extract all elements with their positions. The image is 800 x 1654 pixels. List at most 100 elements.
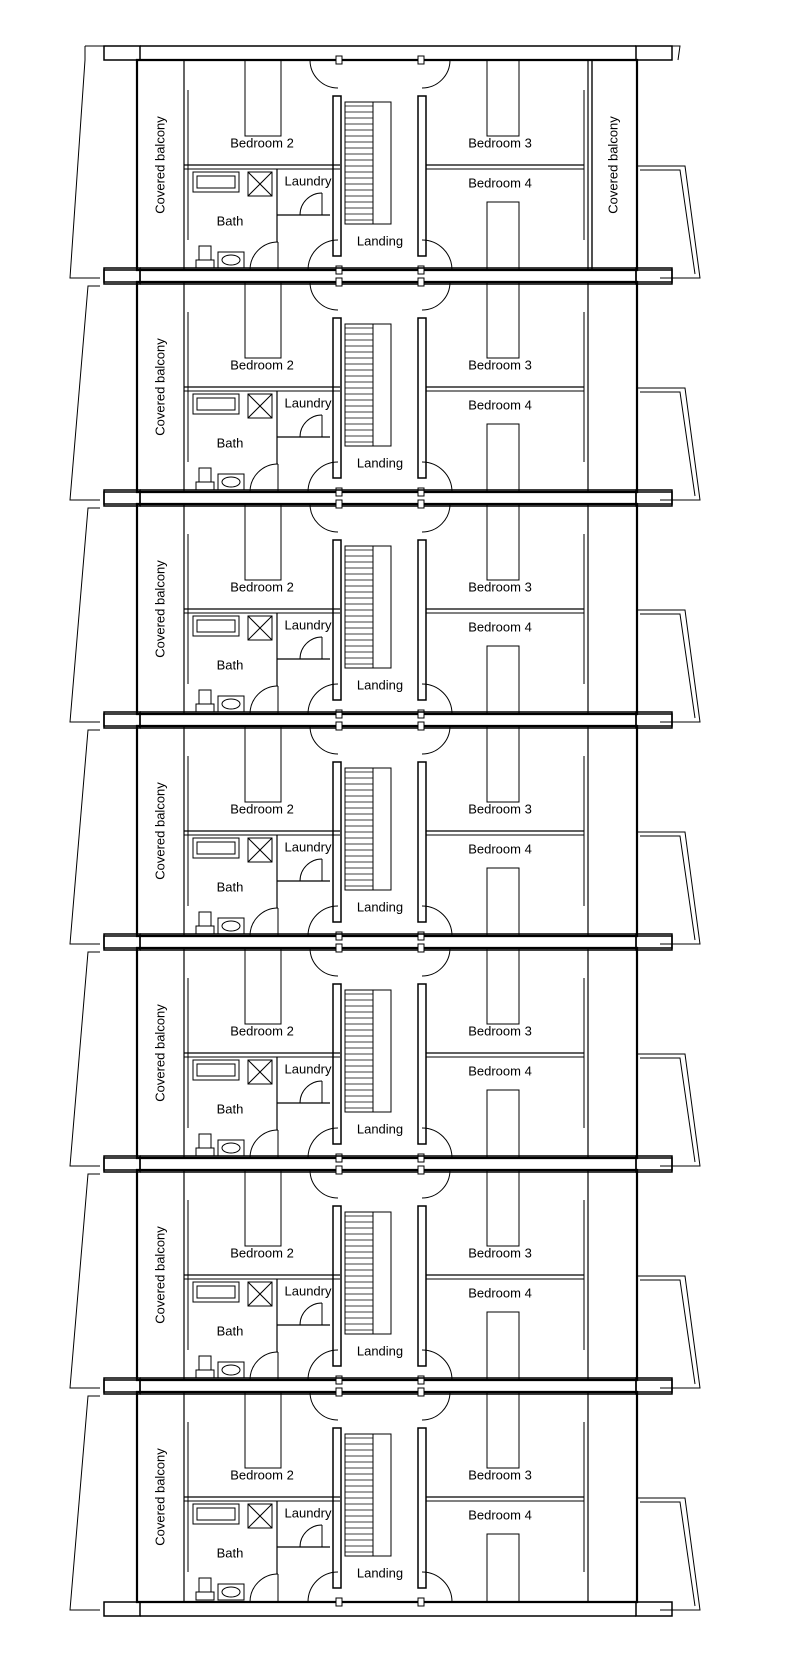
landing-door-swing-top-right [422, 1392, 450, 1420]
wall-stub-bottom-right [418, 932, 424, 940]
label-bedroom-4: Bedroom 4 [468, 619, 532, 634]
slab-cap-top-left [104, 268, 140, 282]
label-covered-balcony-left: Covered balcony [152, 1448, 167, 1546]
exterior-wall [137, 282, 637, 492]
landing-door-swing-top-left [310, 504, 338, 532]
bathtub-inner [197, 620, 235, 632]
landing-door-swing-bottom-right [422, 1128, 452, 1158]
wall-stub-bottom-left [336, 710, 342, 718]
basin-bowl [221, 254, 241, 266]
slab-cap-top-left [104, 490, 140, 504]
right-terrace-rail [640, 1502, 695, 1606]
bathtub [193, 1060, 239, 1080]
label-landing: Landing [357, 1565, 403, 1580]
label-bedroom-3: Bedroom 3 [468, 357, 532, 372]
wall-stub-bottom-left [336, 1376, 342, 1384]
bedroom3-bed [487, 948, 519, 1024]
laundry-door-swing [300, 1081, 322, 1103]
landing-door-swing-bottom-left [308, 1128, 338, 1158]
shower-cross-b [248, 172, 272, 196]
bathtub-inner [197, 1508, 235, 1520]
label-bedroom-4: Bedroom 4 [468, 1507, 532, 1522]
slab-outline-left [70, 286, 100, 500]
toilet-tank [199, 1578, 211, 1592]
landing-door-swing-bottom-left [308, 1350, 338, 1380]
bedroom3-bed [487, 726, 519, 802]
landing-door-swing-bottom-left [308, 1572, 338, 1602]
bedroom4-bed [487, 1312, 519, 1380]
wall-stub-top-left [336, 278, 342, 286]
label-bedroom-3: Bedroom 3 [468, 1467, 532, 1482]
basin-bowl [221, 698, 241, 710]
exterior-wall [137, 948, 637, 1158]
laundry-door-swing [300, 637, 322, 659]
shower-cross-b [248, 616, 272, 640]
shower [248, 1282, 272, 1306]
label-bedroom-2: Bedroom 2 [230, 1467, 294, 1482]
shower [248, 1060, 272, 1084]
exterior-wall [137, 1392, 637, 1602]
laundry-door-swing [300, 415, 322, 437]
label-bedroom-2: Bedroom 2 [230, 801, 294, 816]
stair-wall-left [333, 762, 341, 922]
label-bedroom-4: Bedroom 4 [468, 175, 532, 190]
label-bedroom-3: Bedroom 3 [468, 801, 532, 816]
bedroom3-bed [487, 60, 519, 136]
landing-door-swing-top-right [422, 504, 450, 532]
toilet-tank [199, 246, 211, 260]
landing-door-swing-top-left [310, 60, 338, 88]
label-covered-balcony-left: Covered balcony [152, 1004, 167, 1102]
slab-cap-top-right [636, 490, 672, 504]
label-landing: Landing [357, 899, 403, 914]
stair-run [345, 990, 373, 1112]
slab-cap-top-left [104, 1378, 140, 1392]
bathtub [193, 1504, 239, 1524]
label-covered-balcony-right: Covered balcony [605, 116, 620, 214]
label-bedroom-2: Bedroom 2 [230, 357, 294, 372]
bathtub-inner [197, 398, 235, 410]
stair-run [345, 546, 373, 668]
right-terrace-rail [640, 614, 695, 718]
label-bath: Bath [217, 879, 244, 894]
label-bedroom-3: Bedroom 3 [468, 1245, 532, 1260]
landing-door-swing-top-left [310, 948, 338, 976]
landing-door-swing-bottom-right [422, 240, 452, 270]
toilet-seat [196, 704, 214, 712]
wall-stub-top-right [418, 944, 424, 952]
landing-door-swing-top-right [422, 1170, 450, 1198]
bath-door-swing [250, 1574, 278, 1602]
shower [248, 172, 272, 196]
label-laundry: Laundry [285, 617, 332, 632]
wall-stub-top-left [336, 1388, 342, 1396]
bedroom3-bed [487, 504, 519, 580]
wall-stub-bottom-right [418, 488, 424, 496]
wall-stub-top-left [336, 1166, 342, 1174]
bedroom2-bed [245, 948, 281, 1024]
basin-bowl [221, 476, 241, 488]
bathtub-inner [197, 1286, 235, 1298]
slab-cap-top-left [104, 1156, 140, 1170]
stair-wall-left [333, 540, 341, 700]
stair-wall-left [333, 96, 341, 256]
bedroom2-bed [245, 1392, 281, 1468]
laundry-door-swing [300, 859, 322, 881]
stair-handrail [373, 1212, 391, 1334]
slab-cap-bottom-right [636, 1602, 672, 1616]
shower [248, 1504, 272, 1528]
stair-wall-left [333, 1206, 341, 1366]
landing-door-swing-bottom-right [422, 906, 452, 936]
exterior-wall [137, 1170, 637, 1380]
bedroom3-bed [487, 1170, 519, 1246]
bathtub [193, 838, 239, 858]
landing-door-swing-bottom-right [422, 1350, 452, 1380]
laundry-door-swing [300, 1303, 322, 1325]
shower [248, 616, 272, 640]
label-landing: Landing [357, 1121, 403, 1136]
label-bedroom-3: Bedroom 3 [468, 1023, 532, 1038]
toilet-seat [196, 1592, 214, 1600]
slab-cap-top-right [636, 46, 672, 60]
label-bedroom-2: Bedroom 2 [230, 579, 294, 594]
